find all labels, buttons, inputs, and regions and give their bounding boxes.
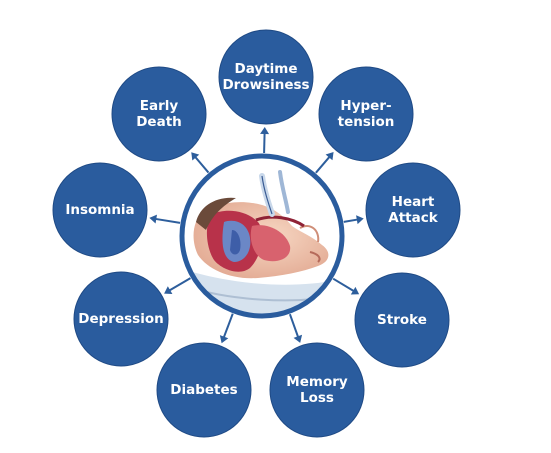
node-label: Depression: [78, 311, 163, 327]
node-label: Early: [140, 98, 179, 114]
node-label: Drowsiness: [222, 77, 309, 93]
node-label: Diabetes: [170, 382, 237, 398]
node-hypertension: Hyper-tension: [318, 66, 414, 162]
arrows-layer: [149, 126, 364, 344]
node-circle: [354, 272, 450, 368]
arrow-diabetes: [219, 313, 234, 344]
node-label: Loss: [300, 390, 334, 406]
sleeping-head-airway-image: [184, 158, 340, 314]
node-label: Insomnia: [65, 202, 134, 218]
node-label: Stroke: [377, 312, 427, 328]
node-label: tension: [338, 114, 395, 130]
node-label: Death: [136, 114, 182, 130]
arrow-heart-attack: [343, 215, 364, 225]
node-circle: [111, 66, 207, 162]
node-circle: [269, 342, 365, 438]
arrow-stroke: [332, 277, 360, 295]
arrow-insomnia: [149, 214, 181, 224]
arrow-daytime-drowsiness: [260, 126, 270, 154]
arrow-hypertension: [315, 152, 334, 174]
node-depression: Depression: [73, 271, 169, 367]
node-diabetes: Diabetes: [156, 342, 252, 438]
node-circle: [73, 271, 169, 367]
node-insomnia: Insomnia: [52, 162, 148, 258]
node-circle: [365, 162, 461, 258]
center-ring: [179, 153, 345, 319]
center-illustration: [179, 153, 345, 319]
node-circle: [52, 162, 148, 258]
node-circle: [156, 342, 252, 438]
node-stroke: Stroke: [354, 272, 450, 368]
nodes-layer: DaytimeDrowsinessHyper-tensionHeartAttac…: [52, 29, 461, 438]
node-label: Attack: [388, 210, 438, 226]
node-circle: [318, 66, 414, 162]
node-circle: [218, 29, 314, 125]
node-label: Heart: [392, 194, 435, 210]
node-label: Memory: [286, 374, 348, 390]
arrow-memory-loss: [288, 313, 303, 343]
arrow-depression: [164, 277, 191, 294]
node-label: Hyper-: [340, 98, 391, 114]
arrow-early-death: [191, 152, 210, 174]
node-label: Daytime: [234, 61, 297, 77]
